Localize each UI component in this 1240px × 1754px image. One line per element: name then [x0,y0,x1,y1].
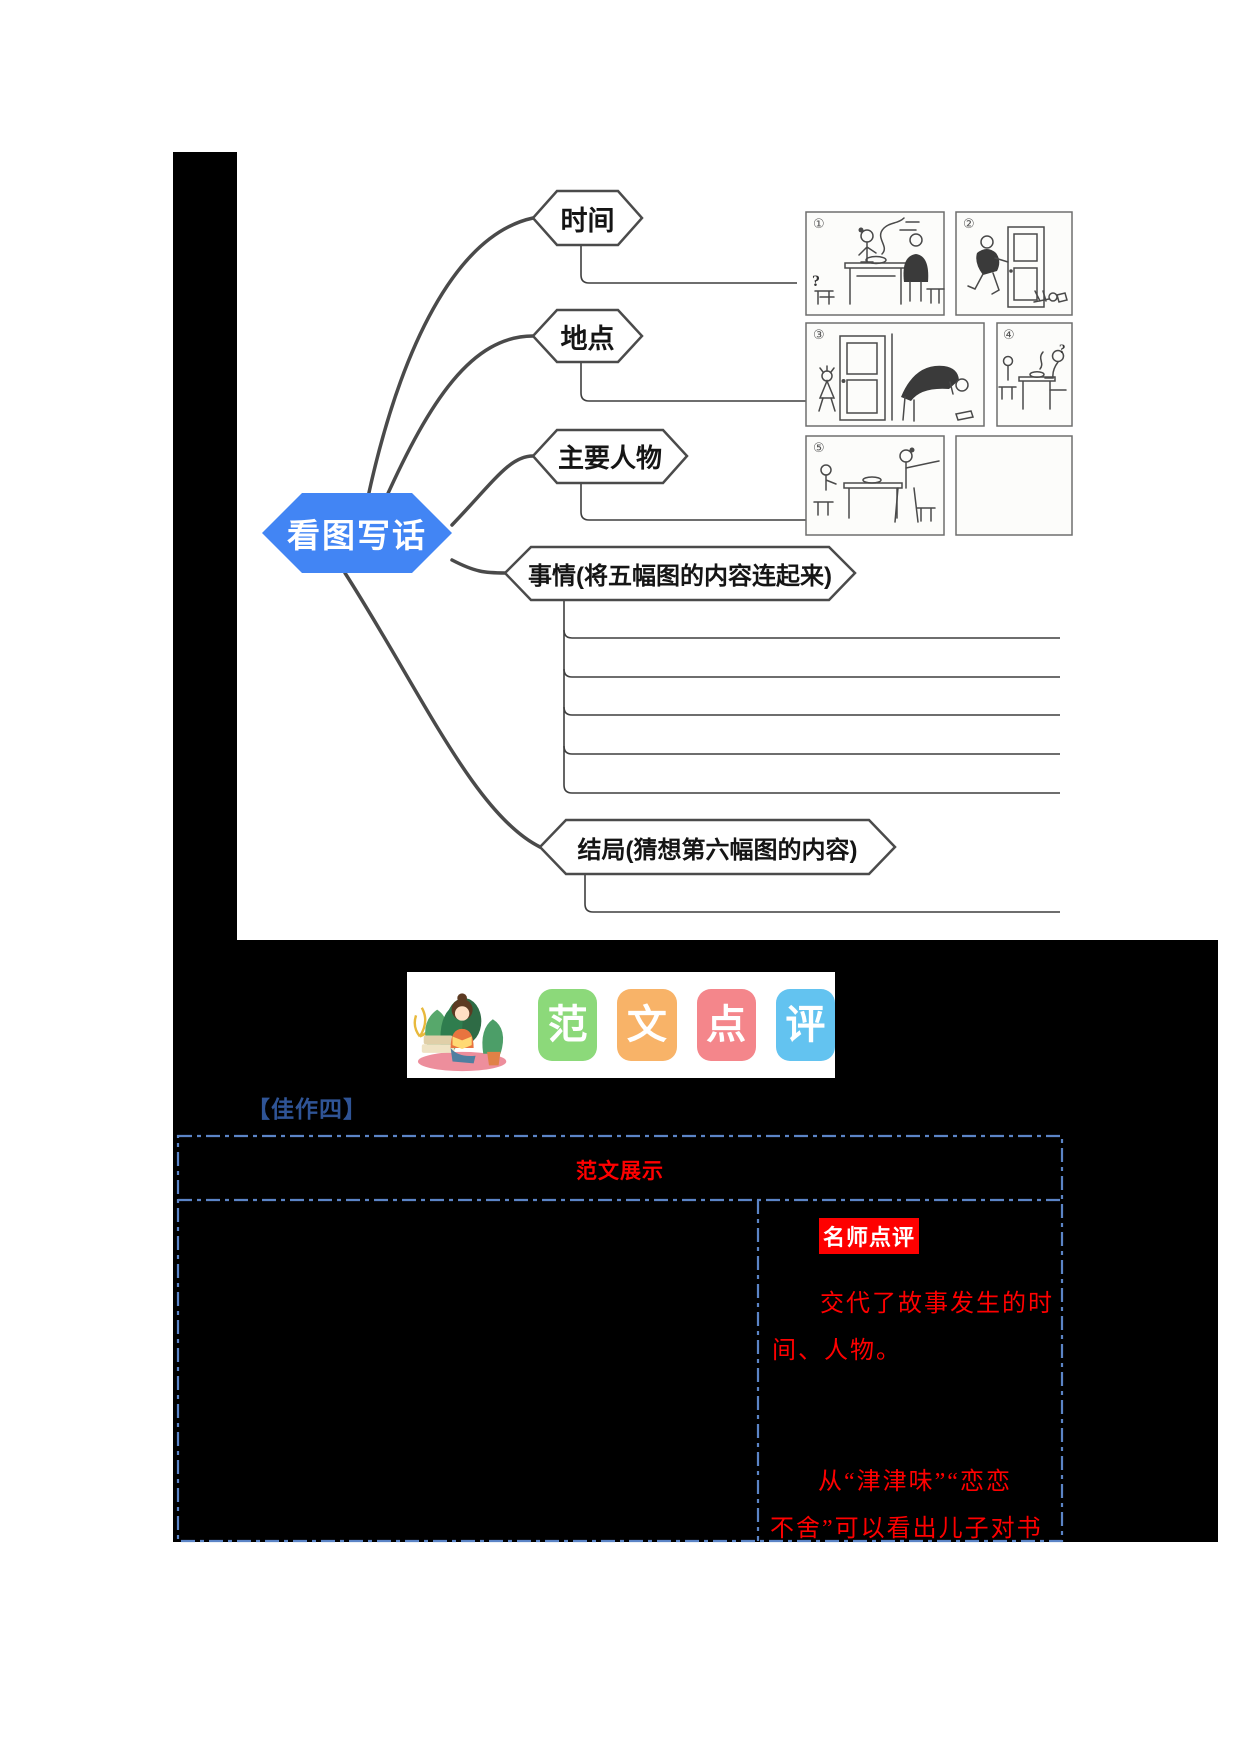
section-label-jiazuo-4: 【佳作四】 [247,1096,367,1122]
mindmap-node-time: 时间 [560,205,615,236]
panel-4-drawing-mother-child-at-table [998,349,1067,410]
panel-4-question-mark: ? [1059,341,1066,356]
fanwen-dianping-banner: 范 文 点 评 [407,972,835,1078]
mindmap-node-place: 地点 [560,323,615,354]
banner-tile-fan: 范 [538,989,598,1061]
black-margin-strip [173,152,237,940]
panel-3-number: ③ [813,328,825,343]
panel-2-drawing-father-through-door [967,226,1068,308]
panel-4-number: ④ [1003,328,1015,343]
teacher-comment-badge: 名师点评 [819,1218,920,1254]
panel-1-question-mark: ? [812,273,820,290]
comic-panel-6-empty [955,435,1073,536]
mindmap-node-ending: 结局(猜想第六幅图的内容) [577,836,858,864]
comment-line: 不舍”可以看出儿子对书 [770,1516,1043,1542]
panel-1-drawing-parents-at-table [814,217,945,305]
banner-tile-ping: 评 [775,989,835,1061]
ending-node-shape [538,818,897,876]
comic-panel-4 [996,322,1073,427]
comment-line: 间、人物。 [772,1338,902,1364]
panel-3-drawing-father-picks-up-book [818,333,974,422]
panel-1-number: ① [813,217,825,232]
time-node-shape [531,189,644,247]
hexagon-nodes [262,189,897,876]
panel-5-number: ⑤ [813,441,825,456]
events-node-shape [503,545,857,602]
reading-girl-illustration [413,993,507,1072]
mindmap-node-characters: 主要人物 [557,443,662,473]
essay-table-borders [176,1134,1064,1543]
comic-strip: ① ② ③ ④ ⑤ ? ? [805,211,1073,536]
comment-line: 从“津津味”“恋恋 [818,1469,1012,1495]
characters-node-shape [531,428,689,485]
root-node-shape [262,493,452,573]
writing-lines [563,245,1060,913]
banner-tile-wen: 文 [617,989,677,1061]
banner-tile-dian: 点 [696,989,756,1061]
branch-curves [343,216,542,849]
place-node-shape [531,308,644,364]
essay-table-header: 范文展示 [576,1160,664,1183]
mindmap-node-events: 事情(将五幅图的内容连起来) [528,563,832,590]
panel-5-drawing-mother-pointing [813,447,940,523]
mindmap-root-node: 看图写话 [287,517,427,554]
panel-2-number: ② [963,217,975,232]
comment-line: 交代了故事发生的时 [820,1291,1054,1317]
